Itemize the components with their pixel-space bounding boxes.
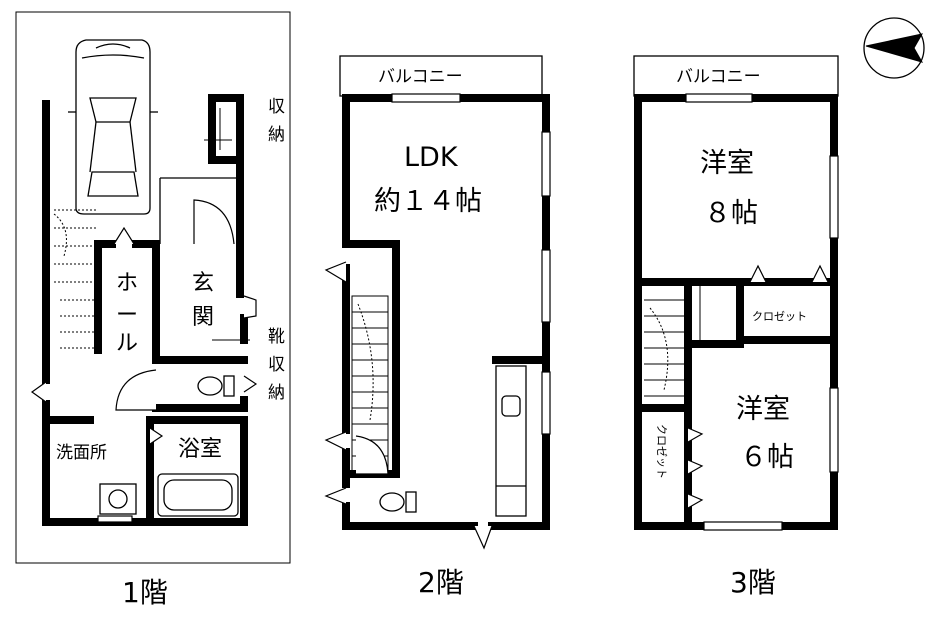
window (541, 249, 551, 323)
door[interactable] (324, 261, 347, 283)
label-hall-1: ホ (116, 271, 138, 296)
label-closet-a: クロゼット (752, 310, 807, 323)
bathtub-icon (157, 473, 239, 517)
label-hall-2: ー (116, 303, 138, 328)
label-ldk-size: 約１４帖 (374, 186, 482, 217)
window (685, 93, 753, 103)
window (97, 515, 133, 523)
door[interactable] (324, 431, 347, 451)
toilet-icon (379, 491, 417, 513)
floor-3-plan: バルコニー 洋室 ８帖 クロゼット 洋室 ６帖 クロゼット 3階 (633, 55, 839, 599)
label-entrance-1: 玄 (192, 271, 214, 296)
toilet-door[interactable] (355, 435, 389, 475)
site-boundary (15, 11, 291, 564)
side-door[interactable] (30, 381, 47, 403)
label-storage-1: 収 (268, 97, 285, 117)
toilet-door[interactable] (115, 369, 157, 411)
floor-1-plan: 収 納 ホ ー ル 玄 関 靴 収 納 洗面所 浴室 1階 (15, 11, 291, 609)
entrance-door[interactable] (243, 295, 257, 319)
sink-icon (99, 483, 137, 515)
label-shoe-1: 靴 (268, 327, 285, 347)
label-washroom: 洗面所 (56, 443, 107, 463)
window (541, 131, 551, 197)
floor-1-label: 1階 (122, 576, 168, 609)
bath-door[interactable] (149, 427, 164, 445)
stairs-icon (644, 299, 684, 397)
label-balcony-3: バルコニー (676, 67, 761, 87)
label-ldk: LDK (404, 142, 459, 173)
toilet-window (243, 375, 258, 393)
floor-3-label: 3階 (730, 566, 776, 599)
window (829, 155, 839, 239)
window (703, 521, 783, 531)
floor-2-label: 2階 (418, 566, 464, 599)
closet-door[interactable] (749, 264, 767, 283)
label-shoe-3: 納 (268, 383, 285, 403)
label-hall-3: ル (116, 331, 138, 356)
closet-door[interactable] (687, 493, 704, 509)
kitchen-counter-icon (495, 365, 527, 517)
entrance-closet-door[interactable] (193, 199, 235, 245)
label-closet-b: クロゼット (655, 424, 668, 479)
hall-door[interactable] (113, 226, 135, 245)
label-western-b: 洋室 (736, 394, 790, 425)
door[interactable] (324, 487, 347, 505)
label-bathroom: 浴室 (178, 437, 222, 462)
label-storage-2: 納 (268, 125, 285, 145)
closet-door[interactable] (687, 427, 704, 443)
label-western-b-size: ６帖 (740, 442, 794, 473)
toilet-icon (197, 375, 235, 397)
window (829, 387, 839, 473)
north-arrow-icon (863, 17, 925, 79)
closet-door[interactable] (687, 459, 704, 475)
floor-2-plan: バルコニー (324, 55, 551, 599)
label-balcony-2: バルコニー (378, 67, 463, 87)
closet-door[interactable] (811, 264, 829, 283)
window (541, 371, 551, 435)
car-icon (68, 39, 158, 215)
label-western-a: 洋室 (700, 148, 754, 179)
label-western-a-size: ８帖 (704, 198, 758, 229)
stairs-icon (53, 209, 96, 349)
window (391, 93, 461, 103)
door[interactable] (473, 525, 493, 550)
label-entrance-2: 関 (192, 305, 214, 330)
label-shoe-2: 収 (268, 355, 285, 375)
